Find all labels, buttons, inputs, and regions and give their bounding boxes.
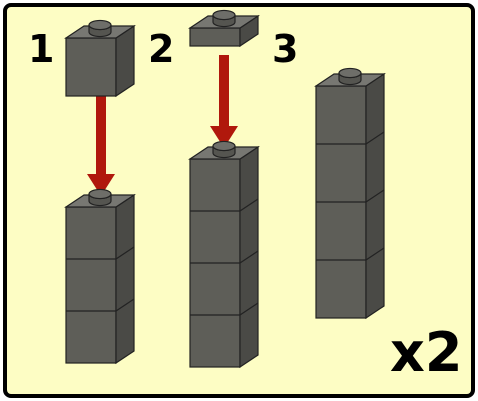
stack-step-1-seam: [115, 246, 135, 260]
brick-step-1-stud: [88, 19, 112, 38]
stack-step-1-front: [65, 206, 117, 364]
arrow-step-1: [87, 96, 115, 196]
stack-result-seam: [365, 189, 385, 203]
stack-step-2: [188, 140, 260, 369]
plate-step-2-front: [189, 27, 241, 47]
brick-step-1: [64, 19, 136, 98]
stack-step-2-seam: [239, 250, 259, 264]
quantity-multiplier-label: x2: [390, 321, 463, 384]
arrow-step-1-shaft: [96, 96, 106, 176]
stack-result-seam: [365, 247, 385, 261]
plate-step-2-stud-top: [212, 9, 236, 21]
stack-step-1-side: [115, 193, 135, 365]
stack-step-2-seam: [239, 302, 259, 316]
step-2-label: 2: [148, 27, 175, 71]
plate-step-2-stud: [212, 9, 236, 28]
step-1-label: 1: [28, 27, 55, 71]
brick-step-1-stud-top: [88, 19, 112, 31]
stack-step-1-seam: [115, 298, 135, 312]
stack-result-stud: [338, 67, 362, 86]
brick-step-1-front: [65, 37, 117, 97]
stack-result: [314, 67, 386, 320]
stack-step-1: [64, 188, 136, 365]
stack-step-1-stud-top: [88, 188, 112, 200]
stack-step-2-seam: [239, 198, 259, 212]
stack-result-stud-top: [338, 67, 362, 79]
bricks-layer: [64, 9, 386, 369]
step-3-label: 3: [272, 27, 299, 71]
plate-step-2: [188, 9, 260, 48]
arrow-step-1-head: [87, 174, 115, 196]
stack-step-1-stud: [88, 188, 112, 207]
arrow-step-2: [210, 55, 238, 148]
arrow-step-2-shaft: [219, 55, 229, 128]
arrows-layer: [87, 55, 238, 196]
arrow-step-2-head: [210, 126, 238, 148]
stack-result-seam: [365, 131, 385, 145]
stack-step-2-stud: [212, 140, 236, 159]
stack-step-2-stud-top: [212, 140, 236, 152]
